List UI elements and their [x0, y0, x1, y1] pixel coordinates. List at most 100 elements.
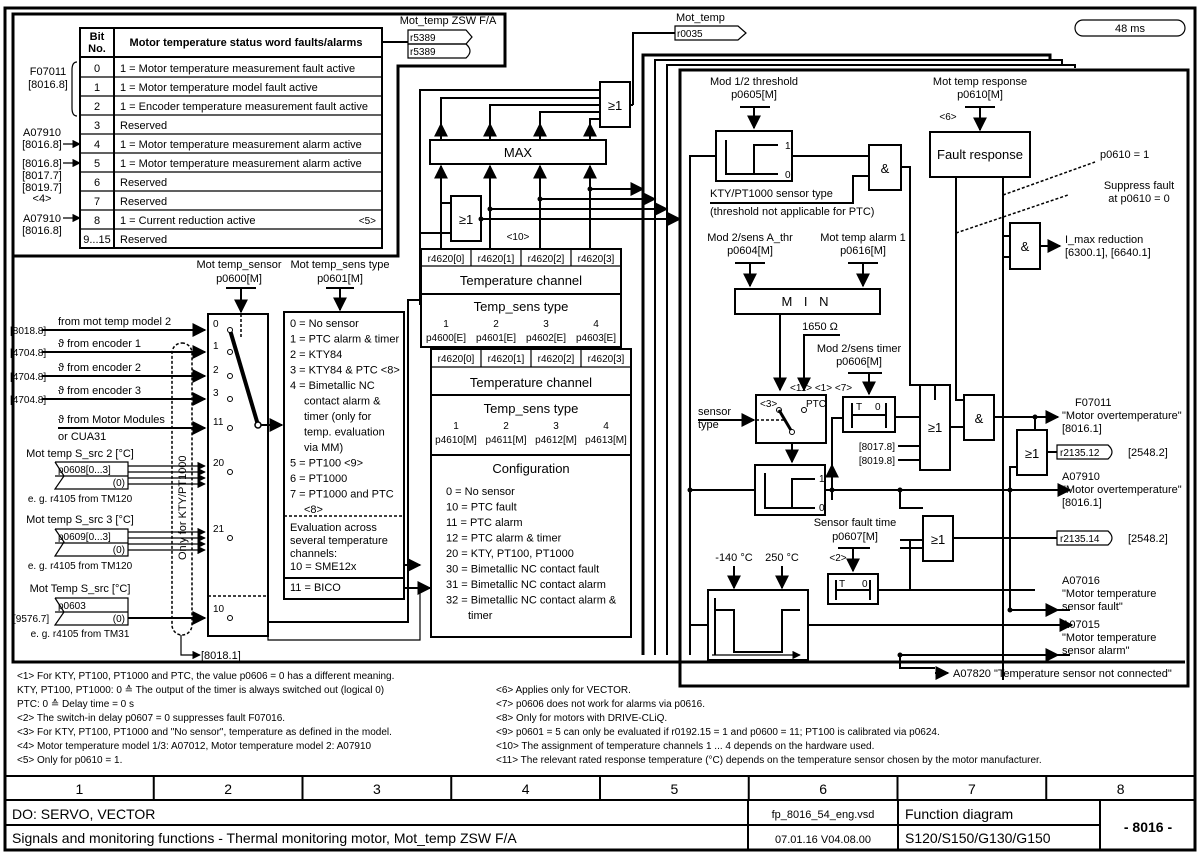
- channel-number: 1: [453, 421, 459, 432]
- src1-ref: [9576.7]: [13, 614, 49, 625]
- e-param: p4601[E]: [476, 333, 516, 344]
- brace-bits-0-2: [71, 61, 78, 117]
- note-10: <10>: [507, 232, 530, 243]
- bit-description: Reserved: [120, 177, 167, 189]
- junction: [478, 216, 484, 222]
- sensor-type-box[interactable]: [283, 311, 405, 600]
- and-gate-threshold-label: &: [881, 161, 890, 176]
- thr-one: 1: [785, 141, 791, 152]
- footnote: <3> For KTY, PT100, PT1000 and "No senso…: [17, 727, 392, 738]
- junction: [1032, 414, 1038, 420]
- bit-header: Bit: [90, 31, 105, 43]
- bit-note: <5>: [359, 216, 376, 227]
- input-label: ϑ from encoder 3: [58, 385, 141, 397]
- bit-number: 5: [94, 158, 100, 170]
- fault-response-label: Fault response: [937, 147, 1023, 162]
- sensor-type-option: 5 = PT100 <9>: [290, 458, 363, 470]
- sensor-type-option: temp. evaluation: [304, 427, 385, 439]
- alarm-comparator: [754, 464, 826, 516]
- bit-description: 1 = Motor temperature measurement alarm …: [120, 158, 362, 170]
- m-param: p4611[M]: [486, 435, 527, 446]
- ref-bit5-a: [8016.8]: [22, 158, 62, 170]
- column-number: 2: [224, 781, 232, 797]
- src1-default: (0): [113, 614, 125, 625]
- out-a07016-text2: sensor fault": [1062, 601, 1123, 613]
- sensor-type-option: 3 = KTY84 & PTC <8>: [290, 365, 400, 377]
- channel-title-m: Temperature channel: [470, 375, 592, 390]
- and-gate-imax: [1009, 222, 1041, 270]
- junction: [687, 487, 693, 493]
- footnote: PTC: 0 ≙ Delay time = 0 s: [17, 698, 134, 710]
- footnote: <6> Applies only for VECTOR.: [496, 685, 631, 696]
- output-wire: [900, 547, 924, 553]
- junction: [829, 487, 835, 493]
- input-label: ϑ from encoder 1: [58, 338, 141, 350]
- src2-connector[interactable]: [53, 461, 129, 490]
- temp-high-limit: 250 °C: [765, 552, 799, 564]
- sensor-type-option: 1 = PTC alarm & timer: [290, 334, 399, 346]
- src1-example: e. g. r4105 from TM31: [31, 629, 130, 640]
- src2-title: Mot temp S_src 2 [°C]: [26, 448, 134, 460]
- diagram-title: Signals and monitoring functions - Therm…: [12, 830, 517, 846]
- column-number: 4: [522, 781, 530, 797]
- timing-badge-label: 48 ms: [1115, 23, 1145, 35]
- e-param: p4603[E]: [576, 333, 616, 344]
- sensor-selector-switch[interactable]: [207, 313, 269, 637]
- src1-connector[interactable]: [53, 597, 129, 626]
- r2135-14-connector: [1056, 530, 1113, 546]
- switch-position: 0: [213, 319, 219, 330]
- wire: [589, 118, 600, 124]
- config-option: timer: [468, 610, 493, 622]
- alarm1-title: Mot temp alarm 1: [820, 232, 906, 244]
- footnote: <5> Only for p0610 = 1.: [17, 755, 122, 766]
- ref-a07910-a-page: [8016.8]: [22, 139, 62, 151]
- switch-contact: [227, 615, 233, 621]
- out-f07011-text: "Motor overtemperature": [1062, 410, 1182, 422]
- channel-number: 2: [503, 421, 509, 432]
- imax-refs: [6300.1], [6640.1]: [1065, 247, 1151, 259]
- sensor-inputs: from mot temp model 2[8018.8]0ϑ from enc…: [10, 316, 233, 621]
- input-label: ϑ from encoder 2: [58, 362, 141, 374]
- channel-number: 4: [593, 319, 599, 330]
- r4620-e: r4620[1]: [478, 254, 515, 265]
- sensor-type-option: 7 = PT1000 and PTC: [290, 489, 394, 501]
- out-f07011: F07011: [1075, 397, 1112, 409]
- response-title: Mot temp response: [933, 76, 1027, 88]
- src3-connector[interactable]: [53, 528, 129, 557]
- bit-description: 1 = Current reduction active: [120, 215, 255, 227]
- m-param: p4610[M]: [435, 435, 477, 446]
- eval-line: Evaluation across: [290, 522, 377, 534]
- bit-description: Reserved: [120, 196, 167, 208]
- wire: [539, 111, 600, 124]
- junction: [1007, 487, 1013, 493]
- column-number: 8: [1117, 781, 1125, 797]
- r2135-12: r2135.12: [1060, 448, 1100, 459]
- footnote: <10> The assignment of temperature chann…: [496, 741, 874, 752]
- threshold-param: p0605[M]: [731, 89, 777, 101]
- zsw-r5389-b: r5389: [410, 47, 436, 58]
- src2-example: e. g. r4105 from TM120: [28, 494, 133, 505]
- sensor-type-option: contact alarm &: [304, 396, 381, 408]
- column-number: 7: [968, 781, 976, 797]
- diagram-number: - 8016 -: [1124, 819, 1173, 835]
- sens-type-title-e: Temp_sens type: [474, 299, 569, 314]
- switch-contact: [227, 327, 233, 333]
- column-number: 1: [75, 781, 83, 797]
- channel-number: 3: [543, 319, 549, 330]
- or-gate-top-label: ≥1: [608, 98, 622, 113]
- ref-bit5-b: [8017.7]: [22, 170, 62, 182]
- ref-8017-8: [8017.8]: [859, 442, 895, 453]
- sensor-type-switch: [755, 394, 827, 444]
- ref-f07011: F07011: [30, 66, 67, 78]
- switch-position: 20: [213, 458, 225, 469]
- switch-position: 3: [213, 388, 219, 399]
- kty-ref: [8018.1]: [201, 650, 241, 662]
- sensor-type-bico[interactable]: 11 = BICO: [290, 582, 341, 594]
- src-lines: [128, 461, 207, 625]
- sensor-type-in-2: type: [698, 419, 719, 431]
- src1-param: p0603: [58, 601, 86, 612]
